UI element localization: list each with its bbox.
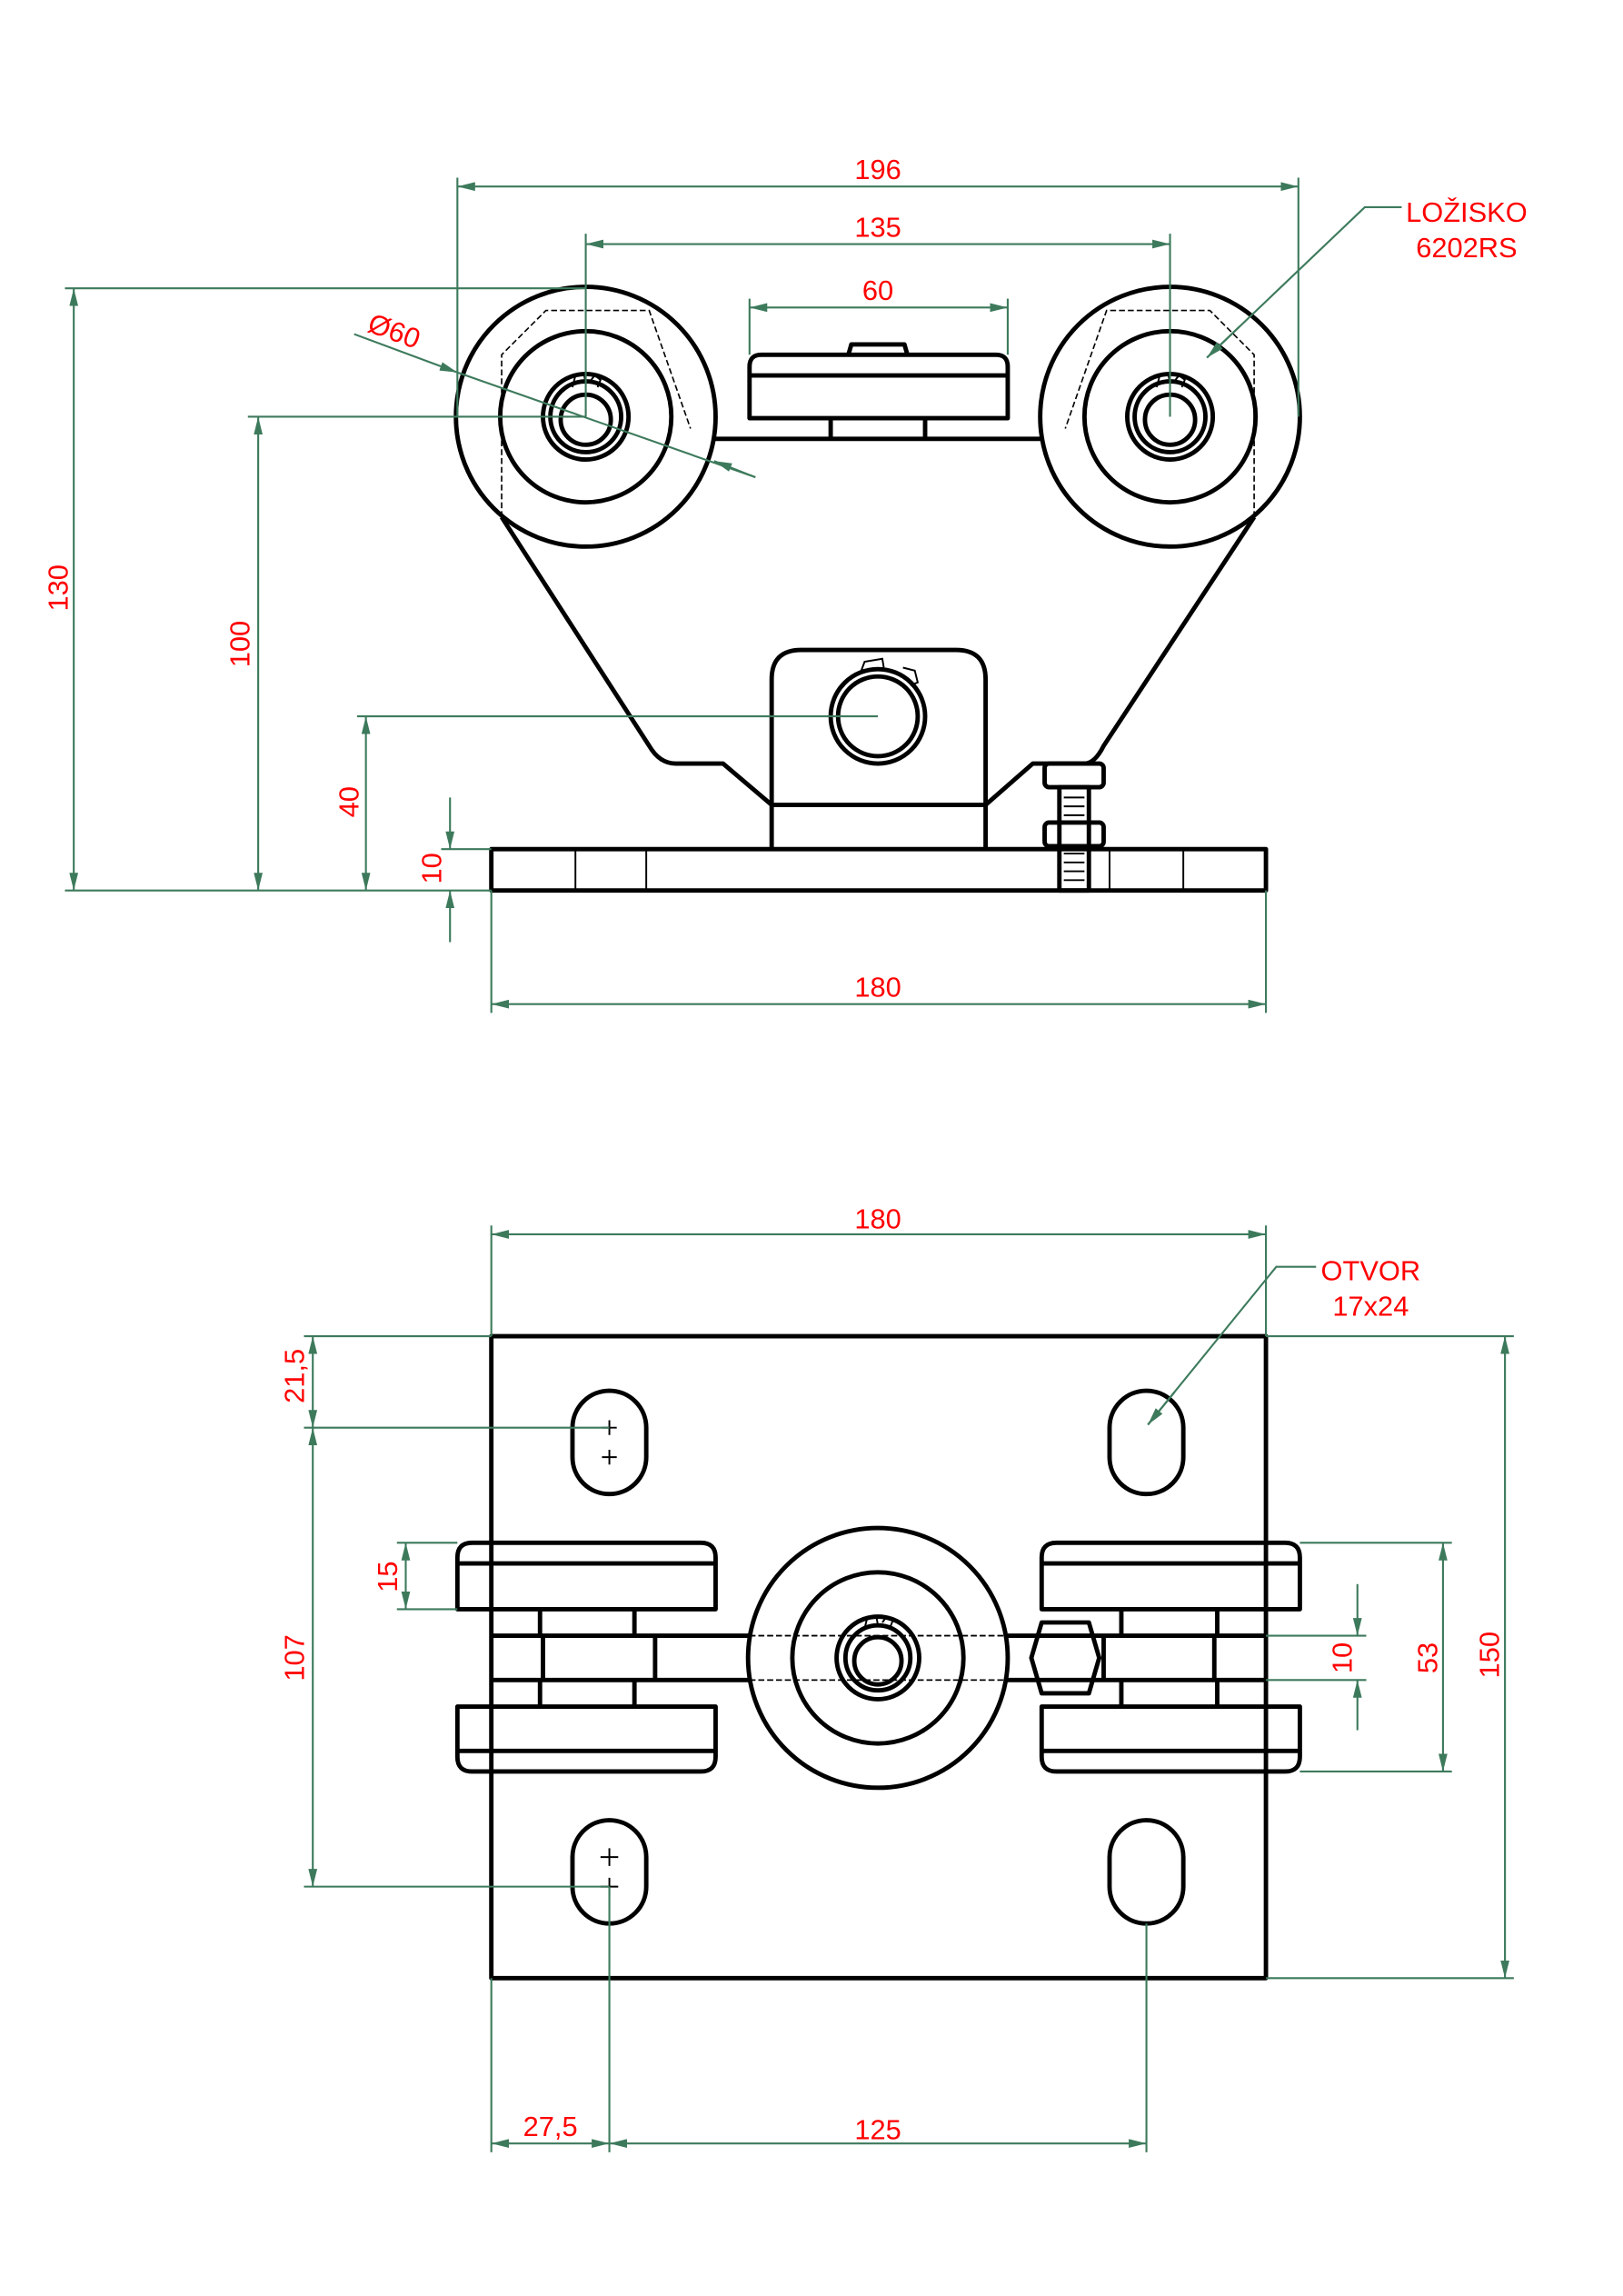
dim-total-height: 130 [43,564,75,611]
bottom-view: 180 21,5 107 15 10 53 150 27,5 125 OTVOR… [278,1203,1514,2152]
dim-plate-length-bottom: 180 [854,1203,901,1234]
dim-pin-height: 40 [334,786,365,817]
base-plate [489,846,1269,893]
mounting-slots [570,1388,1186,1926]
hole-note-line1: OTVOR [1321,1254,1421,1286]
dim-plate-length: 180 [854,972,901,1003]
bottom-dimensions [304,1225,1514,2152]
dim-axle-thickness: 10 [1326,1642,1358,1673]
dim-axle-height: 100 [224,621,255,667]
dim-plate-width: 150 [1474,1632,1506,1678]
plate [489,1333,1269,1981]
dim-overall-width: 196 [854,154,901,185]
top-view: 196 135 60 Ø60 130 100 40 10 180 LOŽISKO… [43,154,1528,1013]
bearing-note-line1: LOŽISKO [1406,196,1528,228]
center-wheel [745,1525,1011,1791]
dim-roller-span: 53 [1411,1642,1443,1673]
dim-slot-spacing-y: 107 [278,1634,310,1681]
dim-block-width: 60 [862,275,893,306]
dim-slot-offset: 21,5 [278,1349,310,1403]
top-block [747,342,1011,439]
rollers [454,1540,1302,1774]
hole-note-line2: 17x24 [1332,1290,1409,1322]
dim-plate-thickness: 10 [415,853,447,883]
dim-wheel-spacing: 135 [854,211,901,243]
dim-slot-spacing-x: 125 [854,2113,901,2145]
top-dimensions [65,177,1402,1013]
center-bracket [769,647,989,850]
dim-roller-width: 15 [372,1562,403,1592]
dim-wheel-diameter: Ø60 [363,307,424,355]
adjust-bolt [1042,761,1106,893]
bearing-note-line2: 6202RS [1416,232,1517,264]
dim-slot-offset-x: 27,5 [523,2111,578,2142]
